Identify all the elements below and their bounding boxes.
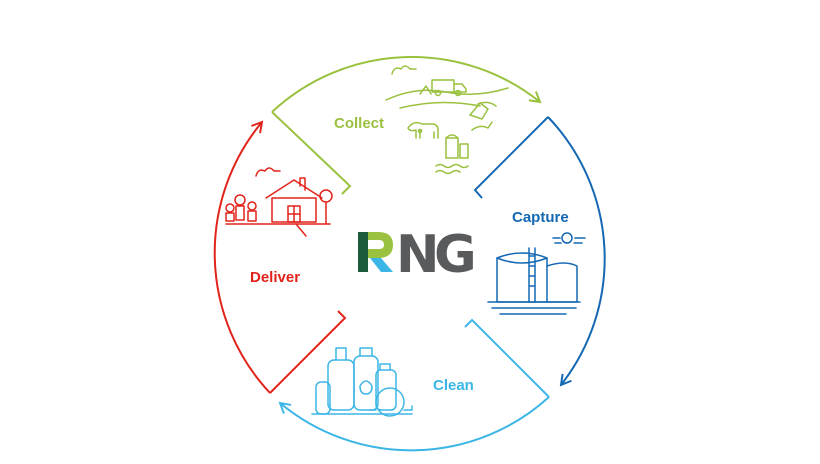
logo-letter-n: N: [396, 225, 441, 285]
deliver-arc: [213, 120, 271, 394]
clean-arc: [278, 396, 550, 452]
capture-notch: [473, 116, 549, 199]
clean-notch: [464, 318, 550, 398]
capture-arc: [547, 116, 606, 387]
collect-notch: [271, 111, 352, 195]
collect-arc: [271, 55, 542, 113]
deliver-segment: [213, 120, 347, 394]
storage-tank-icon: [487, 232, 586, 315]
rng-logo: R N G: [358, 225, 478, 285]
deliver-notch: [269, 310, 347, 394]
capture-segment: [473, 116, 606, 387]
clean-segment: [278, 318, 550, 452]
logo-letter-r: R: [358, 232, 393, 272]
collect-label: Collect: [334, 115, 384, 132]
collect-segment: [271, 55, 542, 195]
capture-label: Capture: [512, 209, 569, 226]
home-family-icon: [225, 167, 333, 237]
deliver-label: Deliver: [250, 269, 300, 286]
gas-cylinders-icon: [311, 347, 413, 417]
logo-letter-g: G: [434, 225, 478, 285]
clean-label: Clean: [433, 377, 474, 394]
farm-landfill-icon: [385, 65, 509, 175]
